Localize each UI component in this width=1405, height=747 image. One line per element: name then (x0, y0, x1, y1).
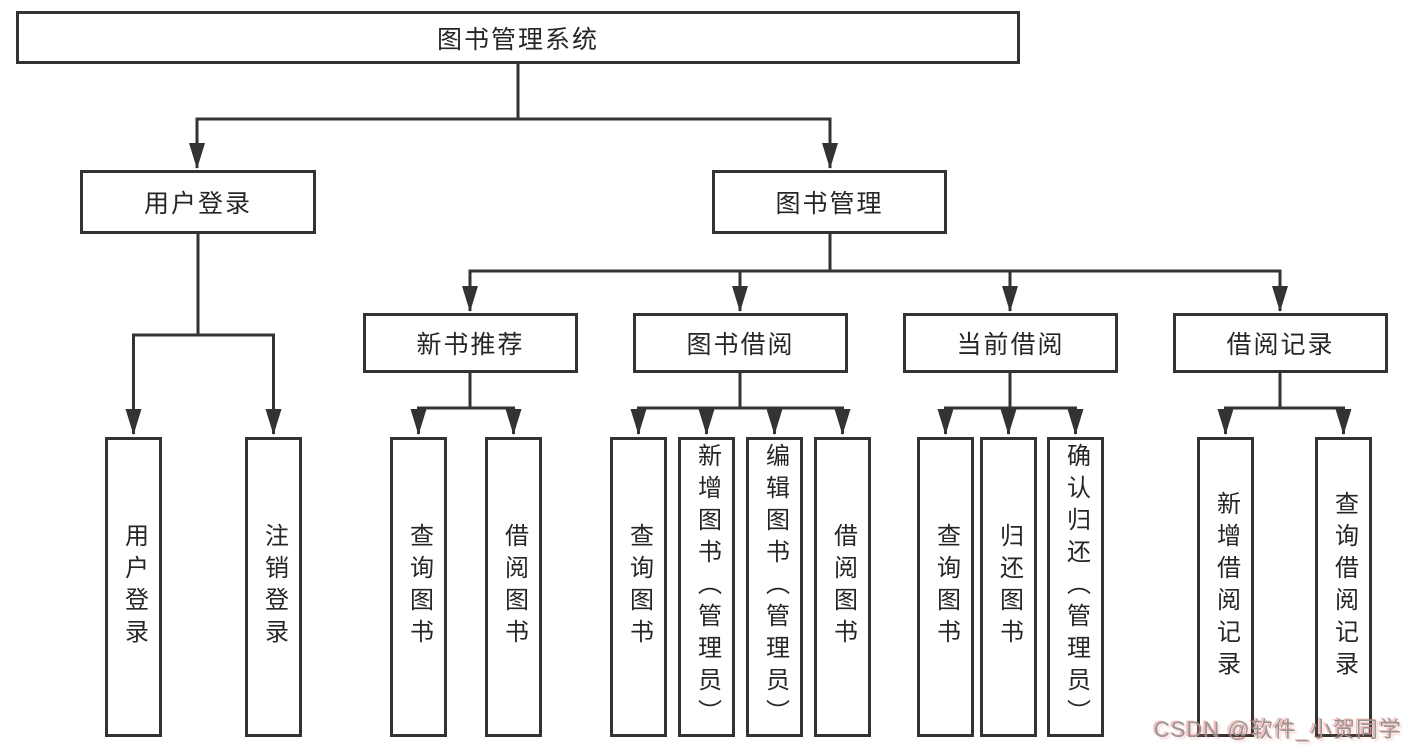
leaf-confirm-return-admin: 确认归还（管理员） (1047, 437, 1104, 737)
leaf-edit-books-admin: 编辑图书（管理员） (746, 437, 803, 737)
leaf-query-books-recommend: 查询图书 (390, 437, 447, 737)
node-book-borrowing: 图书借阅 (633, 313, 848, 373)
leaf-borrow-books: 借阅图书 (814, 437, 871, 737)
leaf-user-login: 用户登录 (105, 437, 162, 737)
leaf-query-borrow-record: 查询借阅记录 (1315, 437, 1372, 737)
leaf-query-books-current: 查询图书 (917, 437, 974, 737)
node-user-login: 用户登录 (80, 170, 316, 234)
leaf-query-books-borrow: 查询图书 (610, 437, 667, 737)
node-borrowing-records: 借阅记录 (1173, 313, 1388, 373)
leaf-logout: 注销登录 (245, 437, 302, 737)
node-new-book-recommendation: 新书推荐 (363, 313, 578, 373)
node-current-borrowing: 当前借阅 (903, 313, 1118, 373)
node-book-management: 图书管理 (712, 170, 947, 234)
leaf-add-books-admin: 新增图书（管理员） (678, 437, 735, 737)
leaf-return-books: 归还图书 (980, 437, 1037, 737)
leaf-add-borrow-record: 新增借阅记录 (1197, 437, 1254, 737)
node-library-management-system: 图书管理系统 (16, 11, 1020, 64)
leaf-borrow-books-recommend: 借阅图书 (485, 437, 542, 737)
